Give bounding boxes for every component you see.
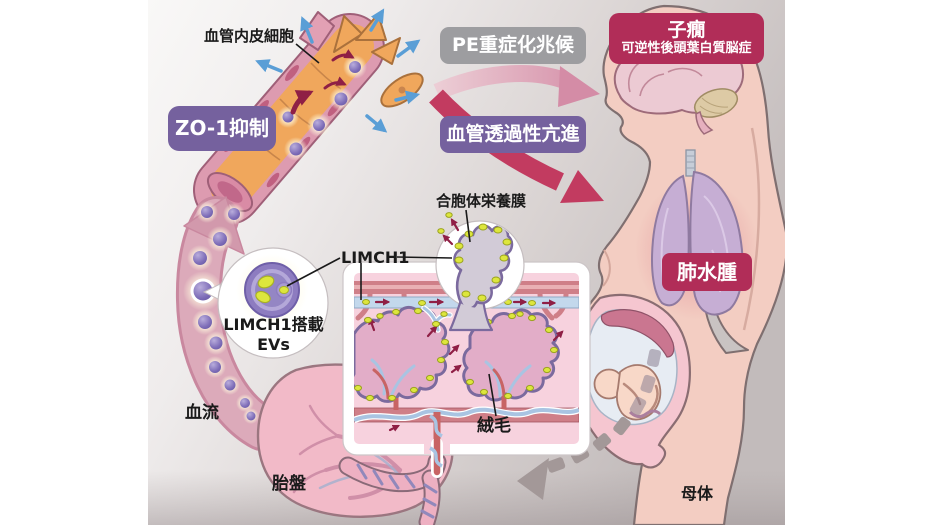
limch1-ev-circle: [202, 247, 329, 359]
eclampsia-title: 子癇: [667, 19, 706, 42]
syncytiotrophoblast-label: 合胞体栄養膜: [436, 192, 527, 210]
zo1-inhibition-text: ZO-1抑制: [174, 116, 270, 140]
blood-flow-label: 血流: [185, 403, 219, 423]
pulmonary-edema-box: 肺水腫: [662, 253, 752, 291]
villus-label: 絨毛: [477, 416, 511, 436]
pe-aggravation-sign-box: PE重症化兆候: [440, 27, 586, 64]
limch1-label: LIMCH1: [341, 248, 410, 267]
pulmonary-edema-text: 肺水腫: [677, 259, 737, 284]
uterus-fetus: [573, 293, 691, 469]
zo1-inhibition-box: ZO-1抑制: [168, 106, 276, 151]
leak-arrows: [255, 8, 421, 133]
maternal-body-label: 母体: [681, 484, 714, 503]
pe-aggravation-sign-text: PE重症化兆候: [452, 33, 574, 56]
blood-vessel: [193, 8, 424, 225]
eclampsia-box: 子癇 可逆性後頭葉白質脳症: [609, 13, 764, 64]
limch1-ev-label: LIMCH1搭載 EVs: [221, 315, 326, 355]
endothelial-cell-label: 血管内皮細胞: [204, 27, 295, 45]
limch1-ev-line1: LIMCH1搭載: [223, 315, 324, 334]
limch1-ev-line2: EVs: [257, 335, 290, 354]
vascular-permeability-box: 血管透過性亢進: [440, 116, 586, 153]
ev-particles-in-flow: [183, 201, 259, 424]
eclampsia-subtitle: 可逆性後頭葉白質脳症: [621, 40, 752, 56]
ev-particles-in-vessel: [277, 55, 367, 161]
pe-sign-arrow: [433, 65, 600, 107]
blood-flow-arrow: [175, 196, 285, 451]
syncytiotrophoblast-circle: [435, 212, 525, 332]
vascular-permeability-text: 血管透過性亢進: [446, 122, 580, 145]
placenta-label: 胎盤: [272, 474, 306, 494]
pointer-lines: [286, 209, 497, 417]
red-flow-arrows: [290, 49, 355, 115]
